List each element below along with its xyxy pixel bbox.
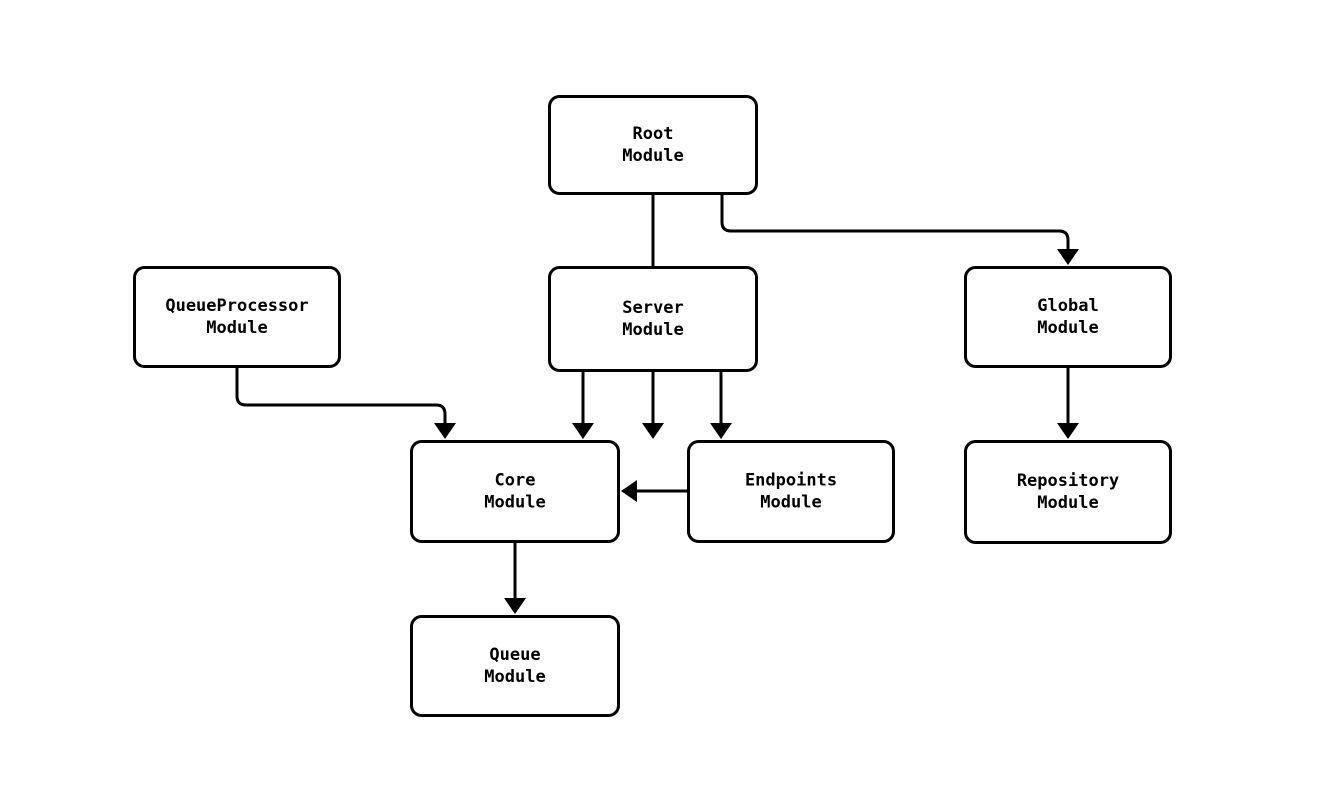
edge-core-to-queue <box>504 543 526 614</box>
endpoints-module-node-label-line1: Endpoints <box>745 471 837 491</box>
core-module-node-box[interactable] <box>410 440 620 543</box>
root-module-node-box[interactable] <box>548 95 758 195</box>
queue-module-node-label-line2: Module <box>484 667 545 687</box>
edge-endpoints-to-core <box>621 480 687 502</box>
core-module-node-label-line1: Core <box>495 471 536 491</box>
edge-queueprocessor-to-core <box>235 368 456 439</box>
queueprocessor-module-node-label-line1: QueueProcessor <box>165 296 308 316</box>
global-module-node-box[interactable] <box>964 266 1172 368</box>
root-module-node-label-line2: Module <box>622 146 683 166</box>
endpoints-module-node-label-line2: Module <box>760 493 821 513</box>
repository-module-node-label-line1: Repository <box>1017 471 1119 491</box>
edge-queueprocessor-to-core-line <box>235 368 447 429</box>
nodes-layer: RootModuleQueueProcessorModuleServerModu… <box>133 95 1172 717</box>
endpoints-module-node-box[interactable] <box>687 440 895 543</box>
server-module-node-label-line1: Server <box>622 298 683 318</box>
edge-server-to-endpoints <box>710 372 732 439</box>
edge-root-to-global-arrowhead <box>1057 249 1079 265</box>
edge-server-to-core-arrowhead <box>572 423 594 439</box>
server-module-node-box[interactable] <box>548 266 758 372</box>
core-module-node-label-line2: Module <box>484 493 545 513</box>
edges-layer <box>235 195 1079 614</box>
queue-module-node-label-line1: Queue <box>489 645 540 665</box>
repository-module-node-label-line2: Module <box>1037 493 1098 513</box>
edge-global-to-repository <box>1057 368 1079 439</box>
edge-server-to-core <box>572 372 594 439</box>
edge-core-to-queue-arrowhead <box>504 598 526 614</box>
edge-global-to-repository-arrowhead <box>1057 423 1079 439</box>
edge-root-to-global <box>720 195 1079 265</box>
queue-module-node-box[interactable] <box>410 615 620 717</box>
edge-server-to-endpoints-arrowhead <box>710 423 732 439</box>
edge-root-to-global-line <box>720 195 1070 255</box>
queueprocessor-module-node-box[interactable] <box>133 266 341 368</box>
repository-module-node-box[interactable] <box>964 440 1172 544</box>
edge-queueprocessor-to-core-arrowhead <box>434 423 456 439</box>
global-module-node-label-line2: Module <box>1037 318 1098 338</box>
global-module-node-label-line1: Global <box>1037 296 1098 316</box>
edge-endpoints-to-core-arrowhead <box>621 480 637 502</box>
edge-root-to-server-arrowhead <box>642 423 664 439</box>
queueprocessor-module-node-label-line2: Module <box>206 318 267 338</box>
server-module-node-label-line2: Module <box>622 320 683 340</box>
root-module-node-label-line1: Root <box>633 124 674 144</box>
